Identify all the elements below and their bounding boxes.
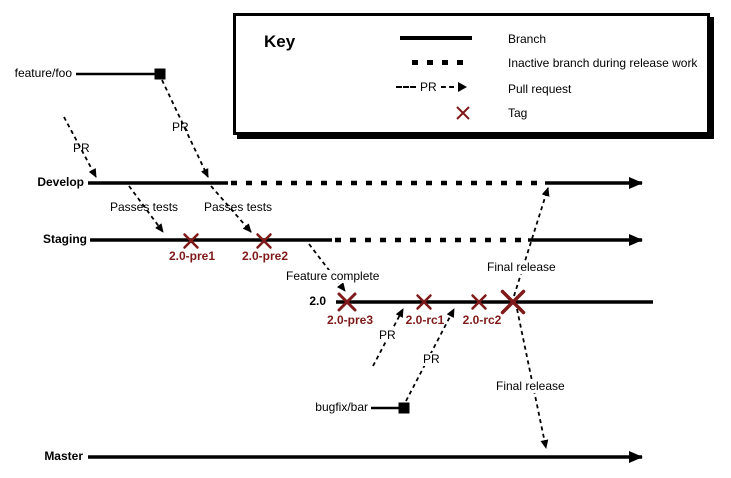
key-label-inactive-branch: Inactive branch during release work xyxy=(508,56,698,70)
final-release-label-top: Final release xyxy=(485,260,558,274)
passes-tests-arrow-2 xyxy=(210,185,252,233)
branch-line-icon xyxy=(400,36,472,40)
branch-label-2-0: 2.0 xyxy=(309,294,326,308)
pr-arrow-to-develop-left xyxy=(63,116,97,178)
tag-x-icon-rc2 xyxy=(471,294,487,310)
pull-request-arrow-icon: PR xyxy=(396,80,467,94)
tag-x-icon-pre2 xyxy=(256,233,272,249)
key-label-pull-request: Pull request xyxy=(508,82,572,96)
key-label-branch: Branch xyxy=(508,32,547,46)
tag-label-2-0-rc1: 2.0-rc1 xyxy=(405,313,445,327)
tag-label-2-0-pre3: 2.0-pre3 xyxy=(326,313,374,327)
branch-label-develop: Develop xyxy=(37,175,84,189)
branch-label-staging: Staging xyxy=(43,232,87,246)
key-legend-box: Key Branch Inactive branch during releas… xyxy=(233,13,710,135)
commit-square-icon xyxy=(398,402,410,414)
tag-x-icon xyxy=(456,106,470,120)
pr-arrow-feature-to-develop xyxy=(161,79,209,178)
inactive-branch-line-icon xyxy=(412,60,466,65)
bugfix-bar-branch-line xyxy=(371,402,410,414)
passes-tests-arrow-1 xyxy=(128,185,164,233)
pr-label-1: PR xyxy=(73,141,90,155)
key-pr-sample-text: PR xyxy=(420,80,437,94)
tag-label-2-0-pre2: 2.0-pre2 xyxy=(241,249,289,263)
passes-tests-label-2: Passes tests xyxy=(204,200,273,214)
final-release-arrow-to-develop xyxy=(513,187,550,297)
pr-label-4: PR xyxy=(421,352,442,366)
branch-label-bugfix-bar: bugfix/bar xyxy=(315,400,368,414)
final-release-label-bottom: Final release xyxy=(494,379,567,393)
branch-label-feature-foo: feature/foo xyxy=(14,66,72,80)
tag-x-icon-final-release xyxy=(500,289,526,315)
commit-square-icon xyxy=(154,68,166,80)
arrowhead-icon xyxy=(457,82,467,92)
tag-label-2-0-pre1: 2.0-pre1 xyxy=(168,249,216,263)
feature-complete-label: Feature complete xyxy=(284,269,382,283)
pr-arrow-bugfix-to-release xyxy=(405,308,455,402)
pr-label-2: PR xyxy=(172,120,189,134)
key-label-tag: Tag xyxy=(508,106,528,120)
tag-label-2-0-rc2: 2.0-rc2 xyxy=(462,313,502,327)
feature-complete-arrow xyxy=(308,243,346,292)
tag-x-icon-rc1 xyxy=(416,294,432,310)
final-release-arrow-to-master xyxy=(516,308,549,449)
passes-tests-label-1: Passes tests xyxy=(110,200,179,214)
key-title: Key xyxy=(264,32,296,51)
tag-x-icon-pre3 xyxy=(337,292,357,312)
feature-foo-branch-line xyxy=(76,68,166,80)
tag-x-icon-pre1 xyxy=(183,233,199,249)
branch-label-master: Master xyxy=(44,449,83,463)
pr-label-3: PR xyxy=(377,328,398,342)
